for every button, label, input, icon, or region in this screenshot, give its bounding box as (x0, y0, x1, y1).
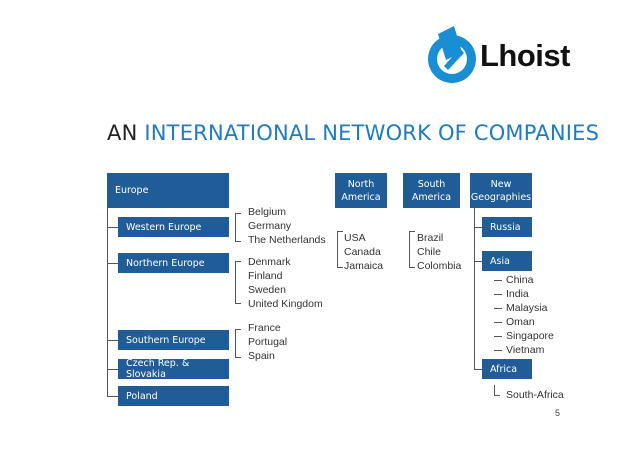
country-oman: Oman (494, 315, 554, 329)
country-jamaica: Jamaica (344, 260, 384, 272)
region-box-africa: Africa (482, 359, 532, 379)
country-colombia: Colombia (417, 260, 462, 272)
region-box-western-europe: Western Europe (118, 217, 229, 237)
country-spain: Spain (248, 350, 275, 362)
country-usa: USA (344, 232, 366, 244)
country-brazil: Brazil (417, 232, 444, 244)
country-sweden: Sweden (248, 284, 286, 296)
region-box-czech-slovakia: Czech Rep. & Slovakia (118, 358, 229, 380)
page-title: AN INTERNATIONAL NETWORK OF COMPANIES (107, 121, 599, 145)
south-america-country-list: Brazil Chile Colombia (417, 231, 461, 273)
africa-country-list: South-Africa (506, 388, 564, 402)
title-part-network: INTERNATIONAL NETWORK OF COMPANIES (144, 121, 600, 145)
country-malaysia: Malaysia (494, 301, 554, 315)
northern-europe-country-list: Denmark Finland Sweden United Kingdom (248, 255, 323, 311)
western-europe-country-list: Belgium Germany The Netherlands (248, 205, 326, 247)
region-box-russia: Russia (482, 217, 532, 237)
logo-text: Lhoist (480, 38, 571, 73)
asia-country-list: China India Malaysia Oman Singapore Viet… (494, 273, 554, 357)
region-box-northern-europe: Northern Europe (118, 253, 229, 273)
south-america-box: South America (403, 173, 460, 208)
lhoist-logo-mark-icon (428, 26, 476, 83)
region-box-asia: Asia (482, 251, 532, 271)
country-chile: Chile (417, 246, 441, 258)
new-geographies-box: New Geographies (470, 173, 532, 208)
new-geographies-connector-line (474, 208, 475, 369)
country-belgium: Belgium (248, 206, 286, 218)
southern-europe-country-list: France Portugal Spain (248, 321, 287, 363)
country-canada: Canada (344, 246, 381, 258)
country-portugal: Portugal (248, 336, 288, 348)
country-germany: Germany (248, 220, 292, 232)
country-the-netherlands: The Netherlands (248, 234, 326, 246)
north-america-country-list: USA Canada Jamaica (344, 231, 383, 273)
page-number: 5 (555, 408, 561, 418)
europe-box: Europe (107, 173, 229, 208)
lhoist-logo: Lhoist (424, 26, 604, 86)
country-united-kingdom: United Kingdom (248, 298, 323, 310)
country-france: France (248, 322, 281, 334)
country-singapore: Singapore (494, 329, 554, 343)
region-box-southern-europe: Southern Europe (118, 330, 229, 350)
country-india: India (494, 287, 554, 301)
europe-connector-line (107, 208, 108, 396)
title-part-an: AN (107, 121, 138, 145)
country-vietnam: Vietnam (494, 343, 554, 357)
country-south-africa: South-Africa (506, 389, 564, 401)
country-finland: Finland (248, 270, 283, 282)
country-denmark: Denmark (248, 256, 291, 268)
region-box-poland: Poland (118, 386, 229, 406)
country-china: China (494, 273, 554, 287)
north-america-box: North America (335, 173, 387, 208)
